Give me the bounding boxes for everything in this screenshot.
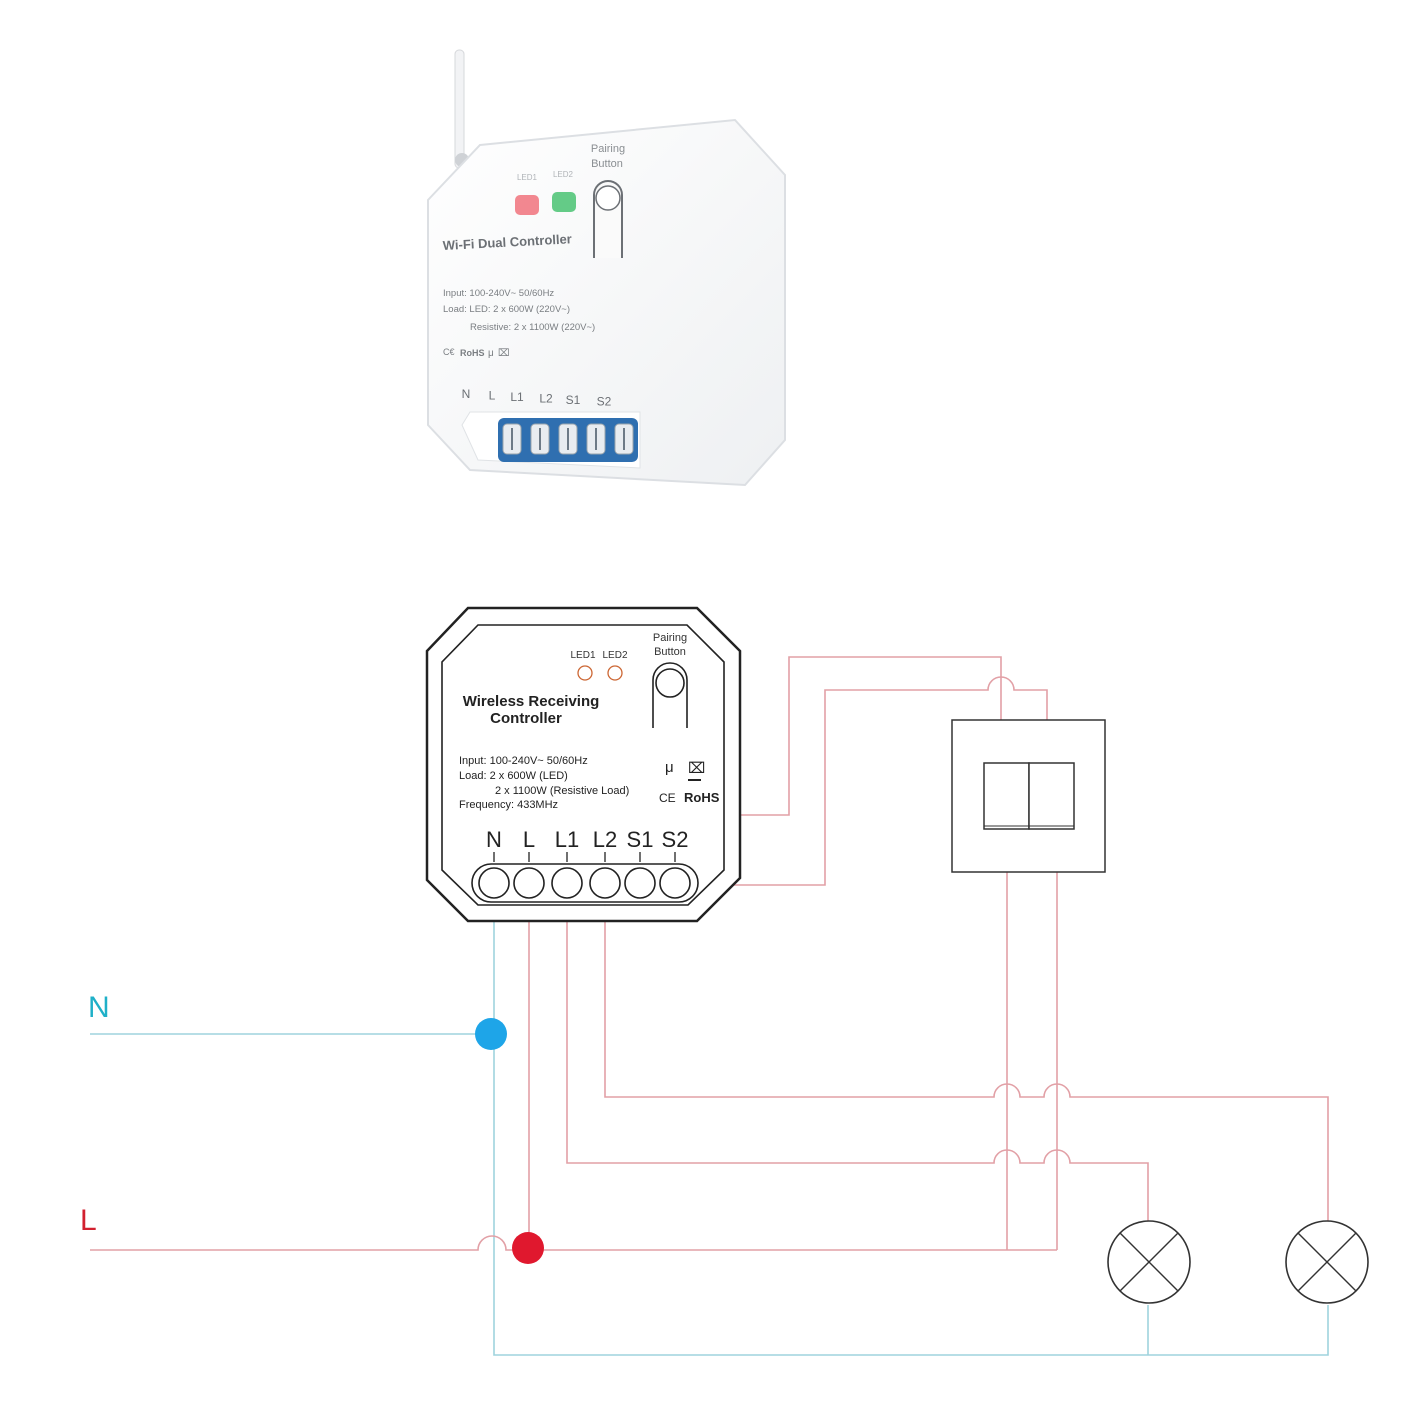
photo-led2-label: LED2 xyxy=(553,170,574,179)
spec-input: Input: 100-240V~ 50/60Hz xyxy=(459,755,588,767)
photo-spec-resistive: Resistive: 2 x 1100W (220V~) xyxy=(470,322,595,333)
terminal-label-s2: S2 xyxy=(662,827,689,852)
live-label: L xyxy=(80,1204,97,1237)
terminal-screw-s1 xyxy=(624,867,656,899)
led1-indicator xyxy=(577,665,593,681)
s2-wire xyxy=(690,676,1048,886)
photo-title: Wi-Fi Dual Controller xyxy=(442,231,572,253)
rohs-mark: RoHS xyxy=(684,790,720,805)
live-junction-dot xyxy=(512,1232,544,1264)
led2-indicator xyxy=(552,192,576,212)
pairing-button-cap[interactable] xyxy=(655,668,685,698)
switch-rocker-2[interactable] xyxy=(1028,762,1075,830)
l2-wire xyxy=(604,885,1329,1222)
spec-frequency: Frequency: 433MHz xyxy=(459,799,558,811)
photo-weee-icon: ⌧ xyxy=(498,348,510,359)
photo-pairing-button-cap[interactable] xyxy=(595,185,621,211)
terminal-block xyxy=(471,863,699,903)
pairing-label-1: Pairing xyxy=(653,632,687,644)
terminal-screw-l xyxy=(513,867,545,899)
terminal-screw-s2 xyxy=(659,867,691,899)
neutral-wire-main xyxy=(493,885,1329,1356)
pairing-button[interactable] xyxy=(652,662,688,728)
photo-terminal-label-s1: S1 xyxy=(566,393,581,407)
ce-mark: CE xyxy=(659,791,676,805)
schematic-title-2: Controller xyxy=(490,710,562,727)
photo-ce-mark: C€ xyxy=(443,347,455,357)
lamp-2 xyxy=(1285,1220,1369,1304)
schematic-title-1: Wireless Receiving xyxy=(463,693,600,710)
lamp-1 xyxy=(1107,1220,1191,1304)
neutral-junction-dot xyxy=(475,1018,507,1050)
photo-pairing-label-1: Pairing xyxy=(591,143,625,155)
photo-terminal-label-l1: L1 xyxy=(510,390,524,404)
photo-mu-icon: μ xyxy=(488,348,494,359)
terminal-screw-n xyxy=(478,867,510,899)
spec-resistive: 2 x 1100W (Resistive Load) xyxy=(495,785,629,797)
terminals xyxy=(478,867,691,899)
terminal-screw-l1 xyxy=(551,867,583,899)
live-supply-wire xyxy=(90,1235,1057,1251)
controller-schematic: LED1 LED2 Pairing Button Wireless Receiv… xyxy=(425,606,742,923)
switch-rocker-1[interactable] xyxy=(983,762,1030,830)
double-wall-switch xyxy=(951,719,1106,873)
pairing-label-2: Button xyxy=(654,646,686,658)
mu-icon: μ xyxy=(665,759,674,776)
terminal-label-s1: S1 xyxy=(627,827,654,852)
terminal-label-l: L xyxy=(523,827,535,852)
l1-wire xyxy=(566,885,1149,1222)
product-photo: LED1 LED2 Pairing Button Wi-Fi Dual Cont… xyxy=(427,49,786,487)
terminal-label-l2: L2 xyxy=(593,827,617,852)
terminal-label-n: N xyxy=(486,827,502,852)
photo-terminal-label-s2: S2 xyxy=(597,395,612,409)
photo-spec-input: Input: 100-240V~ 50/60Hz xyxy=(443,288,554,299)
photo-terminal-label-l: L xyxy=(489,389,496,403)
photo-terminal-screws xyxy=(502,423,634,455)
spec-load: Load: 2 x 600W (LED) xyxy=(459,770,568,782)
photo-led1-label: LED1 xyxy=(517,173,538,182)
led1-label: LED1 xyxy=(570,650,595,661)
led1-indicator xyxy=(515,195,539,215)
schematic-inner-case xyxy=(441,624,725,906)
weee-bin-icon: ⌧ xyxy=(688,760,705,777)
antenna-icon xyxy=(454,49,465,169)
terminal-label-l1: L1 xyxy=(555,827,579,852)
photo-spec-load: Load: LED: 2 x 600W (220V~) xyxy=(443,304,570,315)
photo-terminal-labels: N L L1 L2 S1 S2 xyxy=(462,387,612,409)
neutral-label: N xyxy=(88,991,110,1024)
photo-rohs-mark: RoHS xyxy=(460,348,485,358)
weee-bar xyxy=(688,779,701,781)
photo-terminal-label-l2: L2 xyxy=(539,392,553,406)
terminal-screw-l2 xyxy=(589,867,621,899)
led2-indicator xyxy=(607,665,623,681)
led2-label: LED2 xyxy=(602,650,627,661)
photo-pairing-label-2: Button xyxy=(591,158,623,170)
schematic-outer-case xyxy=(425,606,742,923)
photo-terminal-label-n: N xyxy=(462,387,471,401)
